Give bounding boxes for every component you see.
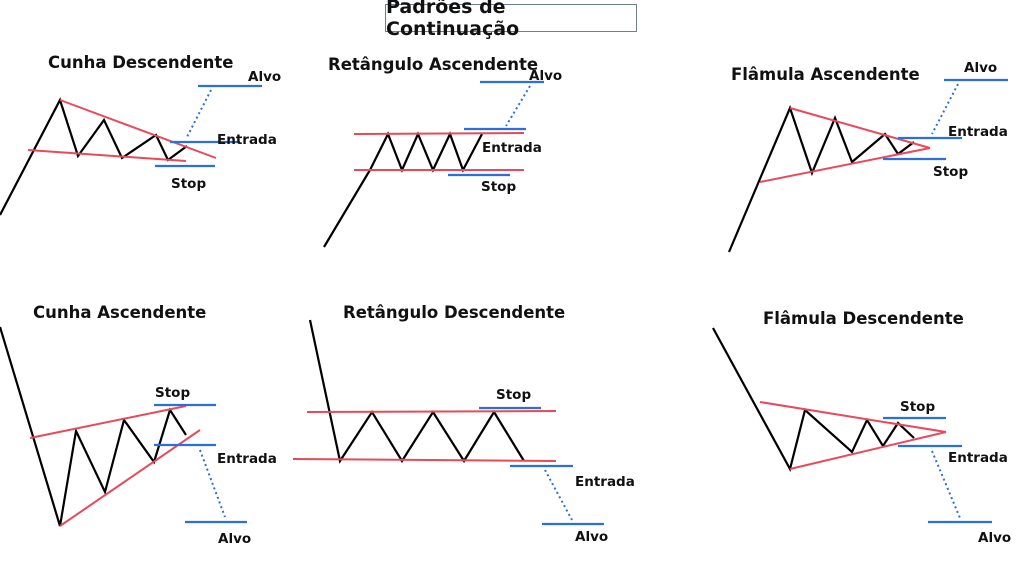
upper-trendline xyxy=(353,132,525,135)
pattern-cunha-ascendente: Cunha Ascendente Stop Entrada Alvo xyxy=(0,303,277,547)
pattern-title: Flâmula Ascendente xyxy=(731,65,920,84)
pattern-retangulo-ascendente: Retângulo Ascendente Alvo Entrada Stop xyxy=(323,55,562,248)
upper-trendline xyxy=(59,99,217,159)
upper-trendline xyxy=(789,107,931,149)
price-path xyxy=(308,319,525,464)
pattern-title: Cunha Ascendente xyxy=(33,303,206,322)
lower-trendline xyxy=(789,431,947,470)
target-label: Alvo xyxy=(575,529,608,545)
projection-dots xyxy=(185,89,212,140)
projection-dots xyxy=(931,83,959,135)
price-path xyxy=(712,327,915,472)
price-path xyxy=(323,131,483,248)
upper-trendline xyxy=(306,410,557,413)
pattern-flamula-descendente: Flâmula Descendente Stop Entrada Alvo xyxy=(712,309,1011,546)
projection-dots xyxy=(544,469,573,521)
pattern-retangulo-descendente: Retângulo Descendente Stop Entrada Alvo xyxy=(292,303,635,545)
target-label: Alvo xyxy=(964,60,997,76)
entry-label: Entrada xyxy=(948,124,1008,140)
lower-trendline xyxy=(292,458,557,462)
price-path xyxy=(0,326,187,527)
entry-label: Entrada xyxy=(217,132,277,148)
target-label: Alvo xyxy=(978,530,1011,546)
price-path xyxy=(0,97,188,216)
upper-trendline xyxy=(29,405,187,439)
price-path xyxy=(727,104,915,253)
entry-label: Entrada xyxy=(948,450,1008,466)
stop-label: Stop xyxy=(171,176,206,192)
stop-label: Stop xyxy=(481,179,516,195)
projection-dots xyxy=(505,85,531,127)
lower-trendline xyxy=(27,149,187,162)
entry-label: Entrada xyxy=(575,474,635,490)
pattern-title: Retângulo Descendente xyxy=(343,303,565,322)
pattern-title: Flâmula Descendente xyxy=(763,309,964,328)
target-label: Alvo xyxy=(248,69,281,85)
target-label: Alvo xyxy=(529,68,562,84)
stop-label: Stop xyxy=(155,385,190,401)
lower-trendline xyxy=(759,147,931,183)
stop-label: Stop xyxy=(496,387,531,403)
stop-label: Stop xyxy=(900,399,935,415)
entry-label: Entrada xyxy=(482,140,542,156)
stop-label: Stop xyxy=(933,164,968,180)
pattern-flamula-ascendente: Flâmula Ascendente Alvo Entrada Stop xyxy=(727,60,1008,253)
entry-label: Entrada xyxy=(217,451,277,467)
pattern-title: Cunha Descendente xyxy=(48,53,233,72)
pattern-cunha-descendente: Cunha Descendente Alvo Entrada Stop xyxy=(0,53,281,216)
projection-dots xyxy=(199,449,226,518)
projection-dots xyxy=(931,450,961,519)
upper-trendline xyxy=(759,401,947,433)
pattern-title: Retângulo Ascendente xyxy=(328,55,538,74)
target-label: Alvo xyxy=(218,531,251,547)
